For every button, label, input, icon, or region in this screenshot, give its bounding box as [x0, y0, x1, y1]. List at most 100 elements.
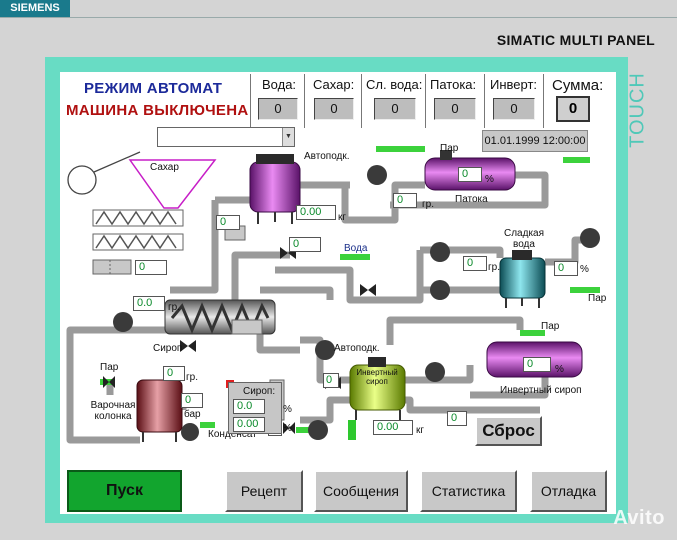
mode-status: РЕЖИМ АВТОМАТ	[84, 80, 223, 97]
tank-motor	[512, 250, 532, 260]
unit-pct: %	[485, 174, 494, 185]
start-button[interactable]: Пуск	[67, 470, 182, 512]
datetime-display: 01.01.1999 12:00:00	[482, 130, 588, 152]
pipe	[390, 171, 549, 209]
pipe	[170, 200, 219, 294]
unit-pct: %	[555, 364, 564, 375]
recipe-button[interactable]: Рецепт	[225, 470, 303, 512]
counter-label-invert: Инверт:	[490, 77, 538, 92]
counter-value-invert: 0	[493, 98, 535, 120]
syrup-val1-field: 0.0	[233, 399, 265, 414]
label-molasses: Патока	[455, 194, 488, 205]
touch-text: TOUCH	[626, 72, 649, 148]
tank-motor	[440, 150, 452, 160]
debug-button[interactable]: Отладка	[530, 470, 607, 512]
label-sweet-water: Сладкая вода	[504, 228, 545, 250]
pump-icon	[580, 228, 600, 248]
pipe	[405, 396, 540, 414]
valve-icon	[180, 340, 196, 352]
counter-label-sugar: Сахар:	[313, 77, 355, 92]
unit-kg: кг	[338, 212, 347, 223]
counter-value-molasses: 0	[434, 98, 476, 120]
counter-value-sweet-water: 0	[374, 98, 416, 120]
autopod-kg-field: 0.00	[296, 205, 336, 220]
pump-icon	[367, 165, 387, 185]
pipe	[231, 251, 290, 300]
counter-value-sugar: 0	[314, 98, 354, 120]
pump-icon	[315, 340, 335, 360]
sweet-temp-field: 0	[463, 256, 487, 271]
sum-label: Сумма:	[552, 77, 604, 94]
siemens-logo: SIEMENS	[0, 0, 70, 17]
invert-tank-value-field: 0	[323, 373, 339, 388]
label-syrup: Сироп	[153, 343, 183, 354]
machine-state: МАШИНА ВЫКЛЮЧЕНА	[66, 102, 249, 119]
device-model: SIMATIC MULTI PANEL	[496, 32, 655, 48]
boiler-tank	[136, 379, 183, 433]
recipe-select[interactable]: ▼	[157, 127, 295, 147]
label-invert-vessel: Инвертный сироп	[356, 368, 398, 386]
pipe	[386, 316, 524, 345]
unit-pct: %	[580, 264, 589, 275]
valve-arm	[93, 151, 141, 173]
sugar-temp-field: 0.0	[133, 296, 165, 311]
label-condensate: Конденсат	[208, 429, 257, 440]
tank-legs	[257, 212, 293, 224]
counter-label-sweet-water: Сл. вода:	[366, 77, 423, 92]
pump-icon	[308, 420, 328, 440]
green-indicator	[348, 420, 356, 440]
reset-button[interactable]: Сброс	[475, 416, 542, 446]
label-autopod-1: Автоподк.	[304, 151, 350, 162]
tank-motor	[256, 154, 294, 164]
pipe	[341, 181, 425, 224]
sugar-hopper	[128, 159, 217, 209]
header-separator	[425, 74, 426, 128]
auger-spiral	[95, 234, 177, 250]
label-steam-boiler: Пар	[100, 362, 119, 373]
pump-icon	[181, 423, 199, 441]
molasses-pct-field: 0	[458, 167, 482, 182]
sugar-gauge	[92, 259, 132, 275]
valve-icon	[283, 422, 295, 434]
label-steam-sweet: Пар	[588, 293, 607, 304]
unit-deg: гр.	[488, 262, 500, 273]
pump-icon	[430, 280, 450, 300]
counter-value-water: 0	[258, 98, 298, 120]
statistics-button[interactable]: Статистика	[420, 470, 517, 512]
label-water: Вода	[344, 243, 368, 254]
counter-label-water: Вода:	[262, 77, 297, 92]
valve-wheel	[67, 165, 97, 195]
boiler-temp-field: 0	[163, 366, 185, 381]
header-separator	[250, 74, 251, 128]
invert-kg-field: 0.00	[373, 420, 413, 435]
sugar-qty-field: 0	[135, 260, 167, 275]
pipe	[275, 266, 500, 304]
chevron-down-icon[interactable]: ▼	[282, 128, 294, 146]
label-steam-invert: Пар	[541, 321, 560, 332]
sugar-left-field: 0	[216, 215, 240, 230]
header-separator	[361, 74, 362, 128]
invert-lower-field: 0	[447, 411, 467, 426]
water-field: 0	[289, 237, 321, 252]
pump-icon	[113, 312, 133, 332]
boiler-bar-field: 0	[181, 393, 203, 408]
counter-label-molasses: Патока:	[430, 77, 477, 92]
pump-icon	[425, 362, 445, 382]
header-separator	[304, 74, 305, 128]
avito-watermark: Avito	[613, 507, 665, 529]
sweet-water-tank	[499, 257, 546, 299]
sugar-auger	[92, 233, 184, 251]
valve-icon	[103, 376, 115, 388]
indicator-box	[231, 319, 263, 335]
unit-deg: гр.	[422, 199, 434, 210]
unit-deg: гр.	[168, 302, 180, 313]
sweet-pct-field: 0	[554, 261, 578, 276]
pipe	[260, 286, 334, 300]
syrup-panel-label: Сироп:	[243, 386, 276, 397]
sum-value: 0	[556, 96, 590, 122]
autopod-tank	[249, 161, 301, 213]
unit-pct: %	[283, 423, 292, 434]
messages-button[interactable]: Сообщения	[314, 470, 408, 512]
label-bar: бар	[184, 409, 201, 420]
top-divider	[0, 17, 677, 18]
